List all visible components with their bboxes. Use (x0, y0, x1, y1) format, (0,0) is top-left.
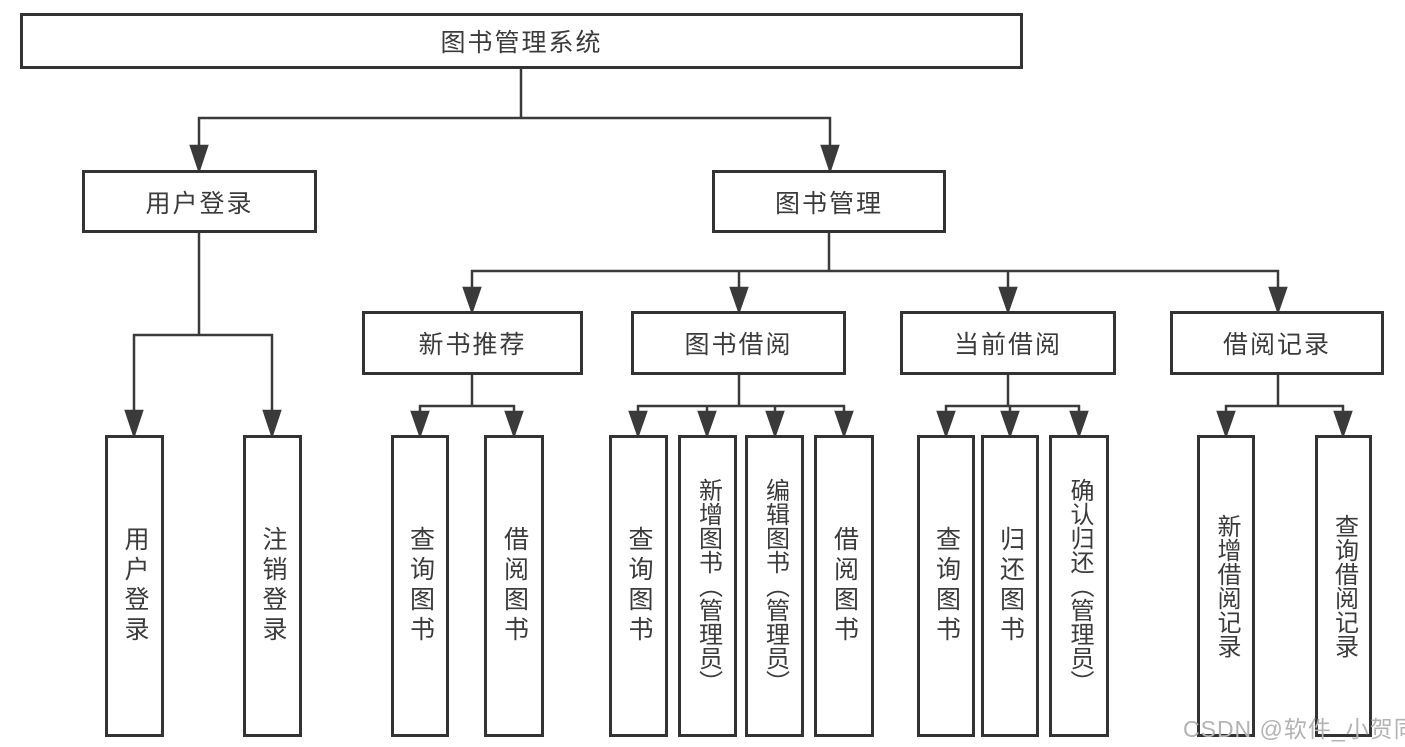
leaf-query-books-3-label: 查询图书 (932, 526, 961, 646)
node-current-borrowing: 当前借阅 (900, 311, 1116, 375)
node-book-management: 图书管理 (712, 170, 946, 233)
node-library-management-system: 图书管理系统 (20, 13, 1023, 69)
leaf-user-login: 用户登录 (105, 435, 164, 737)
leaf-return-books: 归还图书 (981, 435, 1039, 737)
leaf-add-borrow-record-label: 新增借阅记录 (1213, 514, 1240, 658)
csdn-watermark: CSDN @软件_小贺同学 (1183, 716, 1405, 742)
leaf-confirm-return-admin-label: 确认归还（管理员） (1066, 478, 1093, 694)
leaf-add-books-admin: 新增图书（管理员） (678, 435, 737, 737)
node-user-login: 用户登录 (82, 170, 317, 233)
leaf-borrow-books-2-label: 借阅图书 (830, 526, 859, 646)
leaf-borrow-books-2: 借阅图书 (814, 435, 874, 737)
node-new-book-recommendation: 新书推荐 (362, 311, 583, 375)
leaf-query-borrow-record: 查询借阅记录 (1315, 435, 1372, 737)
leaf-query-books-2-label: 查询图书 (625, 526, 653, 646)
node-borrowing-records: 借阅记录 (1170, 311, 1384, 375)
node-book-borrowing: 图书借阅 (631, 311, 846, 375)
leaf-query-books-1: 查询图书 (391, 435, 449, 737)
leaf-query-books-1-label: 查询图书 (406, 526, 435, 646)
leaf-query-books-3: 查询图书 (917, 435, 975, 737)
leaf-user-login-label: 用户登录 (121, 526, 149, 646)
leaf-edit-books-admin-label: 编辑图书（管理员） (761, 478, 789, 694)
leaf-query-borrow-record-label: 查询借阅记录 (1330, 514, 1358, 658)
leaf-borrow-books-1-label: 借阅图书 (500, 526, 529, 646)
leaf-add-borrow-record: 新增借阅记录 (1197, 435, 1255, 737)
leaf-edit-books-admin: 编辑图书（管理员） (745, 435, 804, 737)
leaf-add-books-admin-label: 新增图书（管理员） (694, 478, 722, 694)
leaf-confirm-return-admin: 确认归还（管理员） (1049, 435, 1109, 737)
leaf-query-books-2: 查询图书 (609, 435, 668, 737)
leaf-return-books-label: 归还图书 (996, 526, 1025, 646)
leaf-borrow-books-1: 借阅图书 (484, 435, 544, 737)
leaf-logout-label: 注销登录 (259, 526, 287, 646)
leaf-logout: 注销登录 (243, 435, 302, 737)
